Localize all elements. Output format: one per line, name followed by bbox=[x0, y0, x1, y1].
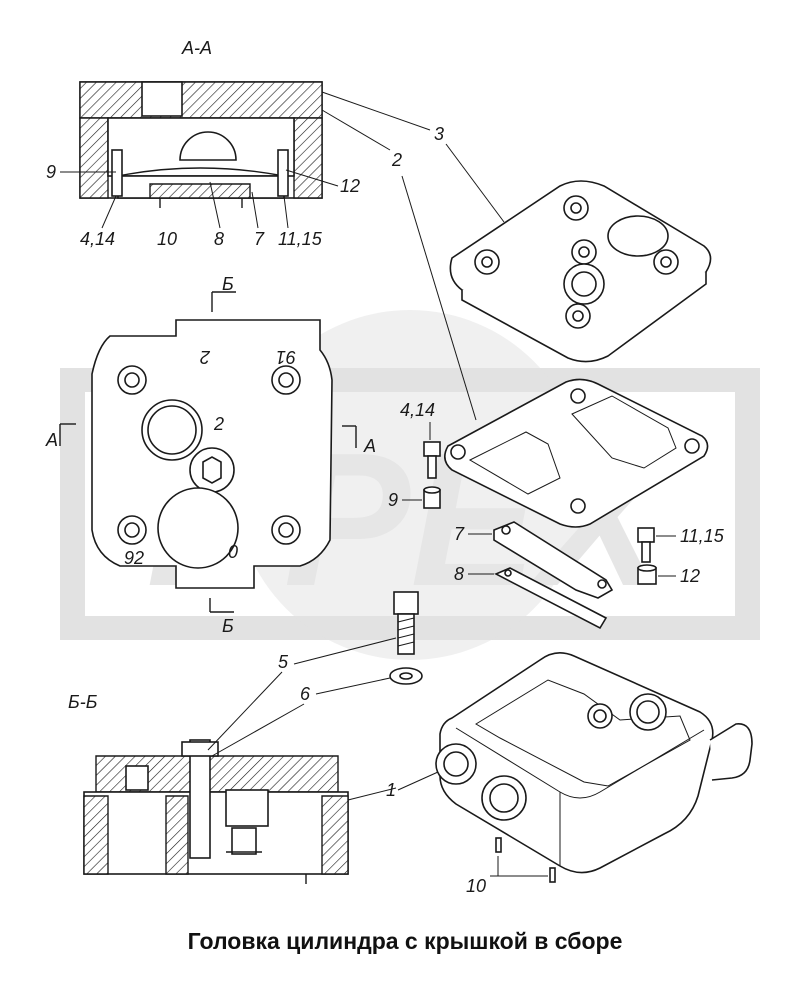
part-washer-6 bbox=[389, 667, 423, 685]
section-mark-a-right: А bbox=[363, 436, 376, 456]
part-screw-4-14 bbox=[423, 441, 441, 479]
callout-aa-12: 12 bbox=[340, 176, 360, 196]
callout-11-15: 11,15 bbox=[680, 526, 725, 546]
part-gasket bbox=[444, 378, 709, 528]
part-cover bbox=[449, 180, 712, 363]
plan-mark-center: 2 bbox=[213, 414, 224, 434]
plan-mark-top-right: 91 bbox=[276, 347, 296, 367]
callout-2: 2 bbox=[391, 150, 402, 170]
callout-3: 3 bbox=[434, 124, 444, 144]
part-bolt-5 bbox=[393, 591, 419, 655]
callout-aa-4-14: 4,14 bbox=[80, 229, 115, 249]
part-valve-7 bbox=[493, 521, 614, 599]
caption-title: Головка цилиндра с крышкой в сборе bbox=[187, 928, 623, 954]
part-pins-10 bbox=[495, 837, 556, 883]
callout-5: 5 bbox=[278, 652, 289, 672]
plan-mark-bottom-left: 92 bbox=[124, 548, 144, 568]
callout-aa-9: 9 bbox=[46, 162, 56, 182]
callout-aa-8: 8 bbox=[214, 229, 224, 249]
callout-4-14: 4,14 bbox=[400, 400, 435, 420]
part-screw-11-15 bbox=[637, 527, 655, 563]
section-mark-b-top: Б bbox=[222, 274, 234, 294]
callout-aa-10: 10 bbox=[157, 229, 177, 249]
callout-8: 8 bbox=[454, 564, 464, 584]
callout-7: 7 bbox=[454, 524, 465, 544]
section-aa-title: А-А bbox=[181, 38, 212, 58]
callout-6: 6 bbox=[300, 684, 311, 704]
callout-1: 1 bbox=[386, 780, 396, 800]
plan-mark-bottom-center: 0 bbox=[228, 542, 238, 562]
plan-mark-top-left: 2 bbox=[200, 347, 211, 367]
callout-aa-11-15: 11,15 bbox=[278, 229, 323, 249]
section-mark-b-bottom: Б bbox=[222, 616, 234, 636]
part-valve-8 bbox=[494, 567, 608, 630]
section-mark-a-left: А bbox=[45, 430, 58, 450]
plan-view: Б 2 91 2 92 0 А А Б bbox=[45, 274, 376, 636]
section-bb-title: Б-Б bbox=[68, 692, 98, 712]
part-cylinder-head bbox=[435, 652, 753, 874]
callout-12: 12 bbox=[680, 566, 700, 586]
part-bushing-12 bbox=[637, 564, 657, 585]
callout-9: 9 bbox=[388, 490, 398, 510]
callout-10: 10 bbox=[466, 876, 486, 896]
section-bb-view: Б-Б bbox=[68, 692, 397, 884]
section-aa-view: А-А 9 12 4,14 10 8 7 11,15 bbox=[46, 38, 431, 249]
callout-aa-7: 7 bbox=[254, 229, 265, 249]
part-bushing-9 bbox=[423, 486, 441, 509]
